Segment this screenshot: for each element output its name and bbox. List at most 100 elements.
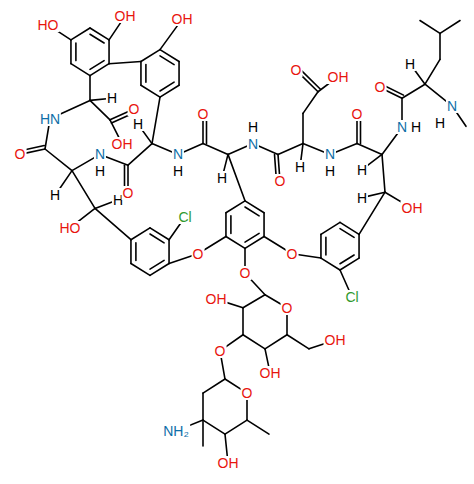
atom-label: O xyxy=(281,301,294,315)
bond-line xyxy=(150,234,164,243)
atom-label: N xyxy=(247,137,259,151)
bond-line xyxy=(71,28,90,40)
atom-label: H xyxy=(216,171,228,185)
bond-line xyxy=(160,82,174,91)
bond-line xyxy=(70,40,72,64)
bond-line xyxy=(75,43,77,61)
bond-line xyxy=(302,113,304,143)
bond-line xyxy=(90,64,109,76)
atom-label: OH xyxy=(259,366,282,380)
atom-label: O xyxy=(241,386,254,400)
bond-line xyxy=(89,76,91,101)
bond-line xyxy=(150,263,169,275)
atom-label: H xyxy=(410,120,422,134)
bond-line xyxy=(72,171,95,209)
atom-label: O xyxy=(122,186,135,200)
atom-label: O xyxy=(290,63,303,77)
bond-line xyxy=(109,62,141,64)
bond-line xyxy=(203,379,225,393)
atom-label: H xyxy=(49,188,61,202)
bond-line xyxy=(340,229,354,238)
atom-label: HO xyxy=(59,221,82,235)
atom-label: O xyxy=(351,107,364,121)
atom-label: OH xyxy=(217,456,240,470)
bond-line xyxy=(245,236,264,248)
bond-line xyxy=(203,144,228,155)
bond-line xyxy=(420,20,440,33)
bond-line xyxy=(425,59,440,84)
atom-label: NH₂ xyxy=(162,424,190,438)
bond-line xyxy=(202,393,204,420)
bond-line xyxy=(230,216,232,234)
bond-line xyxy=(150,260,164,269)
atom-label: O xyxy=(197,107,210,121)
bond-line xyxy=(340,222,359,234)
bond-line xyxy=(160,56,174,65)
bond-line xyxy=(90,34,104,43)
atom-label: Cl xyxy=(177,210,192,224)
bond-line xyxy=(321,258,340,270)
atom-label: HO xyxy=(37,18,60,32)
atom-label: OH xyxy=(171,12,194,26)
bond-line xyxy=(135,243,137,261)
bond-line xyxy=(108,40,110,64)
bond-line xyxy=(278,144,303,155)
bond-line xyxy=(340,255,354,264)
bond-line xyxy=(382,154,385,192)
bond-line xyxy=(160,50,179,62)
bond-line xyxy=(140,62,142,86)
atom-label: O xyxy=(214,344,227,358)
atom-label: H xyxy=(172,164,184,178)
bond-line xyxy=(242,308,244,335)
atom-label: N xyxy=(172,147,184,161)
atom-label: HN xyxy=(39,112,61,126)
bond-line xyxy=(202,420,204,446)
bond-line xyxy=(357,144,382,155)
bond-line xyxy=(145,65,147,83)
bond-line xyxy=(228,154,245,200)
bond-line xyxy=(440,20,460,33)
atom-label: OH xyxy=(327,70,350,84)
atom-label: N xyxy=(396,120,408,134)
bond-line xyxy=(226,236,245,248)
bond-line xyxy=(245,201,264,213)
atom-label: O xyxy=(192,247,205,261)
atom-label: H xyxy=(132,117,144,131)
bond-line xyxy=(203,420,225,434)
bond-line xyxy=(358,234,360,258)
atom-label: H xyxy=(247,120,259,134)
atom-label: Cl xyxy=(344,290,359,304)
atom-label: OH xyxy=(111,137,134,151)
bond-line xyxy=(160,85,179,97)
atom-label: OH xyxy=(324,333,347,347)
bond-line xyxy=(243,335,265,349)
bond-line xyxy=(90,28,109,40)
atom-label: N xyxy=(94,147,106,161)
bond-line xyxy=(263,213,265,237)
bond-line xyxy=(168,240,170,264)
bond-line xyxy=(247,420,269,434)
bond-line xyxy=(225,420,247,434)
bond-line xyxy=(340,258,359,270)
bond-line xyxy=(95,208,131,239)
atom-label: OH xyxy=(401,201,424,215)
bond-line xyxy=(226,201,245,213)
atom-label: H xyxy=(94,164,106,178)
bond-line xyxy=(150,228,169,240)
atom-label: H xyxy=(294,160,306,174)
bond-line xyxy=(141,85,160,97)
bond-line xyxy=(321,222,340,234)
atom-label: O xyxy=(14,147,27,161)
bond-line xyxy=(402,84,425,98)
bond-line xyxy=(303,92,318,114)
atom-label: N xyxy=(446,99,458,113)
atom-label: O xyxy=(374,80,387,94)
bond-line xyxy=(45,149,72,171)
atom-label: H xyxy=(356,163,368,177)
bond-line xyxy=(439,33,441,59)
atom-label: O xyxy=(286,247,299,261)
atom-label: H xyxy=(434,116,446,130)
